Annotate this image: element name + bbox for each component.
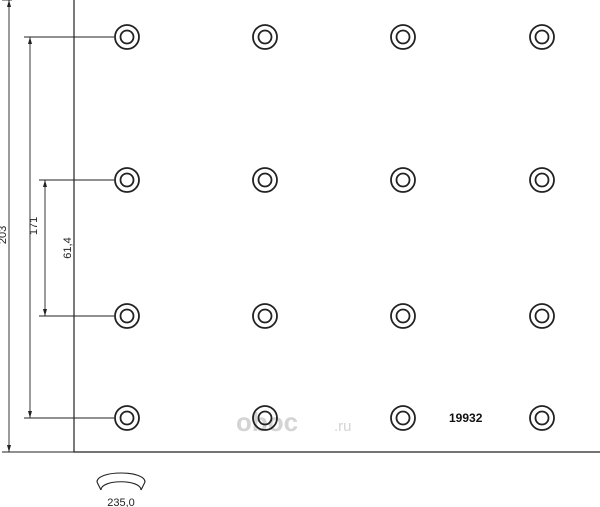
rivet-hole-outer-ring	[390, 24, 416, 50]
rivet-hole-outer-ring	[529, 405, 555, 431]
rivet-hole	[114, 405, 140, 431]
rivet-hole-inner-ring	[534, 308, 550, 324]
rivet-hole	[114, 24, 140, 50]
rivet-hole-inner-ring	[534, 29, 550, 45]
rivet-hole	[390, 303, 416, 329]
rivet-hole-inner-ring	[395, 410, 411, 426]
rivet-hole-inner-ring	[395, 29, 411, 45]
rivet-hole-inner-ring	[257, 308, 273, 324]
dimension-label-arc-length: 235,0	[107, 497, 135, 507]
part-number-label: 19932	[449, 411, 483, 425]
rivet-hole	[390, 405, 416, 431]
rivet-hole-inner-ring	[534, 172, 550, 188]
dimension-inner-span	[39, 179, 114, 317]
rivet-hole-outer-ring	[390, 167, 416, 193]
rivet-hole	[252, 405, 278, 431]
rivet-hole-outer-ring	[252, 24, 278, 50]
arc-length-symbol	[96, 472, 146, 491]
rivet-hole-inner-ring	[119, 308, 135, 324]
rivet-hole-inner-ring	[119, 29, 135, 45]
rivet-hole	[529, 24, 555, 50]
rivet-hole-outer-ring	[114, 24, 140, 50]
rivet-hole-outer-ring	[114, 303, 140, 329]
rivet-hole-outer-ring	[252, 405, 278, 431]
rivet-hole-inner-ring	[119, 172, 135, 188]
rivet-hole-outer-ring	[252, 303, 278, 329]
rivet-hole-inner-ring	[257, 172, 273, 188]
lining-outline	[73, 0, 600, 453]
rivet-hole-inner-ring	[119, 410, 135, 426]
rivet-hole	[529, 167, 555, 193]
rivet-hole-outer-ring	[529, 167, 555, 193]
rivet-hole	[529, 303, 555, 329]
rivet-hole-inner-ring	[257, 29, 273, 45]
rivet-hole-inner-ring	[395, 308, 411, 324]
rivet-hole	[390, 24, 416, 50]
dimension-label-inner-span: 61,4	[62, 237, 74, 258]
rivet-hole	[252, 24, 278, 50]
dimension-label-outer-span: 171	[28, 217, 40, 235]
dimension-total-height	[2, 0, 74, 453]
rivet-hole-inner-ring	[395, 172, 411, 188]
rivet-hole	[252, 167, 278, 193]
dimension-outer-span	[24, 36, 114, 419]
rivet-hole-outer-ring	[114, 167, 140, 193]
rivet-hole-outer-ring	[529, 24, 555, 50]
rivet-hole-outer-ring	[390, 405, 416, 431]
rivet-hole-inner-ring	[534, 410, 550, 426]
dimension-label-total-height: 203	[0, 226, 9, 244]
rivet-hole-grid	[114, 24, 555, 431]
rivet-hole	[529, 405, 555, 431]
rivet-hole-outer-ring	[390, 303, 416, 329]
rivet-hole	[114, 303, 140, 329]
rivet-hole-inner-ring	[257, 410, 273, 426]
rivet-hole-outer-ring	[114, 405, 140, 431]
watermark-tld: .ru	[334, 418, 352, 435]
rivet-hole-outer-ring	[529, 303, 555, 329]
rivet-hole-outer-ring	[252, 167, 278, 193]
rivet-hole	[114, 167, 140, 193]
rivet-hole	[390, 167, 416, 193]
rivet-hole	[252, 303, 278, 329]
